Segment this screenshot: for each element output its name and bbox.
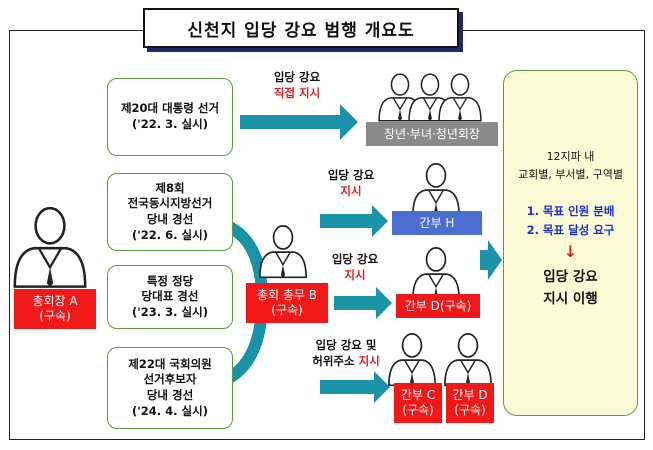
result-conclusion2: 지시 이행 [543, 291, 598, 307]
page-title: 신천지 입당 강요 범행 개요도 [143, 8, 459, 48]
label-suffix-red: 지시 [358, 353, 380, 368]
label-line-red: 지시 [344, 267, 366, 282]
election-line: ('24. 4. 실시) [132, 403, 208, 418]
election-line: ('22. 3. 실시) [132, 117, 208, 131]
result-line2: 교회별, 부서별, 구역별 [517, 168, 624, 181]
election-line: 선거후보자 [143, 372, 197, 387]
officer-c-name: 간부 C [400, 388, 436, 402]
arrow-to-d [334, 287, 392, 319]
label-line: 입당 강요 [273, 70, 321, 84]
label-to-cd: 입당 강요 및 허위주소 지시 [300, 338, 392, 369]
label-to-h: 입당 강요 지시 [316, 168, 386, 199]
result-down-arrow: ↓ [563, 242, 578, 261]
youth-leaders-badge: 장년·부녀·청년회장 [366, 122, 498, 146]
election-box-party-leader: 특정 정당 당대표 경선 ('23. 3. 실시) [107, 265, 233, 329]
officer-c-status: (구속) [402, 403, 434, 417]
officer-c-badge: 간부 C (구속) [394, 383, 442, 423]
person-leader3-icon [438, 73, 482, 122]
arrow-to-cd [320, 371, 390, 403]
label-line-red: 지시 [340, 183, 362, 198]
label-line: 입당 강요 [327, 168, 375, 182]
election-line: ('22. 6. 실시) [132, 227, 208, 242]
label-line-mixed: 허위주소 지시 [300, 354, 392, 370]
election-box-local: 제8회 전국동시지방선거 당내 경선 ('22. 6. 실시) [107, 173, 233, 251]
flow-arrows [240, 104, 502, 403]
chairman-status: (구속) [39, 309, 71, 323]
election-line: 당내 경선 [146, 388, 194, 402]
label-direct-instruction: 입당 강요 직접 지시 [262, 70, 332, 101]
election-box-presidential: 제20대 대통령 선거 ('22. 3. 실시) [107, 78, 233, 156]
general-affairs-status: (구속) [271, 303, 303, 317]
label-line: 입당 강요 [331, 252, 379, 266]
election-line: 당대표 경선 [141, 289, 199, 304]
label-line-red: 직접 지시 [273, 85, 321, 100]
person-c-icon [388, 333, 436, 387]
election-line: 제8회 [155, 180, 185, 195]
officer-d-badge: 간부 D(구속) [396, 294, 480, 318]
election-line: 당내 경선 [146, 212, 194, 226]
election-box-national-assembly: 제22대 국회의원 선거후보자 당내 경선 ('24. 4. 실시) [107, 347, 233, 429]
label-line: 입당 강요 및 [315, 338, 377, 352]
arrow-to-result [480, 240, 502, 280]
person-chairman-icon [13, 206, 87, 288]
chairman-badge: 총회장 A (구속) [14, 289, 96, 329]
chairman-name: 총회장 A [32, 294, 78, 308]
person-b-icon [259, 225, 307, 279]
label-prefix: 허위주소 [312, 353, 359, 368]
election-line: 전국동시지방선거 [127, 196, 213, 211]
election-line: 제20대 대통령 선거 [120, 101, 220, 116]
officer-h-badge: 간부 H [392, 211, 482, 235]
officer-d2-name: 간부 D [452, 388, 488, 402]
person-d2-icon [444, 333, 492, 387]
election-line: 특정 정당 [146, 273, 194, 288]
general-affairs-badge: 총회 총무 B (구속) [246, 283, 328, 323]
election-line: 제22대 국회의원 [128, 356, 212, 371]
officer-d2-status: (구속) [454, 403, 486, 417]
officer-d2-badge: 간부 D (구속) [446, 383, 494, 423]
result-line1: 12지파 내 [546, 150, 595, 163]
result-item1: 1. 목표 인원 분배 [526, 204, 615, 218]
person-d-icon [412, 247, 460, 301]
result-conclusion1: 입당 강요 [543, 269, 598, 285]
result-panel [503, 70, 638, 416]
election-line: ('23. 3. 실시) [132, 304, 208, 319]
general-affairs-name: 총회 총무 B [256, 288, 318, 302]
arrow-to-h [320, 205, 388, 237]
arrow-direct [240, 104, 358, 140]
result-item2: 2. 목표 달성 요구 [526, 223, 615, 237]
person-h-icon [412, 163, 460, 217]
label-to-d: 입당 강요 지시 [320, 252, 390, 283]
